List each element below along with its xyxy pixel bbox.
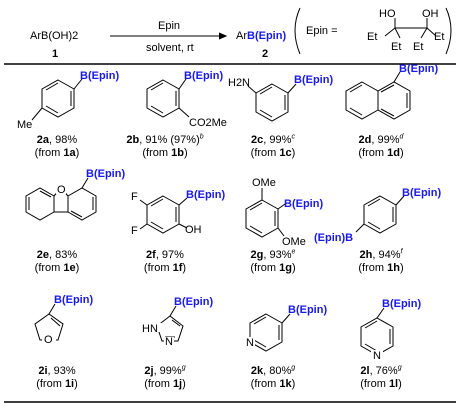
structure-2f <box>139 195 188 234</box>
boryl-label-2d: B(Epin) <box>399 63 438 75</box>
diol-et-label-3: Et <box>413 41 423 53</box>
ester-label-2b: CO2Me <box>189 117 227 129</box>
methoxy-label-2g-1: OMe <box>252 177 276 189</box>
structure-2k <box>249 313 291 352</box>
boryl-label-2j: B(Epin) <box>174 296 213 308</box>
caption-2c: 2c, 99%c(from 1c) <box>250 133 296 159</box>
reactant-number: 1 <box>52 48 58 60</box>
boryl-label-2k: B(Epin) <box>288 304 327 316</box>
arrowhead <box>218 32 228 40</box>
methyl-label-2a: Me <box>17 119 32 131</box>
caption-2j: 2j, 99%g(from 1j) <box>144 364 186 390</box>
structure-2b <box>146 78 190 118</box>
boryl-label-2h-1: B(Epin) <box>402 187 441 199</box>
fluoro-label-2f-2: F <box>131 225 138 237</box>
product-number: 2 <box>262 48 268 60</box>
hydroxy-label-2f: OH <box>185 224 202 236</box>
caption-2i: 2i, 93%(from 1i) <box>36 365 78 390</box>
methoxy-label-2g-2: OMe <box>282 236 306 248</box>
boryl-label-2f: B(Epin) <box>186 189 225 201</box>
boryl-label-2l: B(Epin) <box>382 298 421 310</box>
structure-2a <box>31 78 83 121</box>
boryl-label-2h-2: (Epin)B <box>314 232 353 244</box>
structure-2g <box>245 188 286 238</box>
structure-2d <box>345 71 411 120</box>
amine-label-2c: H2N <box>228 77 250 89</box>
caption-2e: 2e, 83%(from 1e) <box>34 249 80 274</box>
reagent-label: Epin <box>158 20 180 32</box>
structure-2l <box>360 307 394 356</box>
structure-2c <box>247 83 297 122</box>
reactant-label: ArB(OH)2 <box>30 30 78 42</box>
boryl-label-2c: B(Epin) <box>294 74 333 86</box>
right-parenthesis <box>445 7 452 55</box>
caption-2f: 2f, 97%(from 1f) <box>143 249 187 274</box>
caption-2k: 2k, 80%g(from 1k) <box>250 364 296 390</box>
caption-2a: 2a, 98%(from 1a) <box>34 134 80 159</box>
diol-et-label-2: Et <box>391 41 401 53</box>
boryl-label-2b: B(Epin) <box>184 70 223 82</box>
boryl-label-2g: B(Epin) <box>284 198 323 210</box>
boryl-label-2i: B(Epin) <box>54 294 93 306</box>
conditions-label: solvent, rt <box>146 42 194 54</box>
caption-2d: 2d, 99%d(from 1d) <box>358 133 404 159</box>
fluoro-label-2f-1: F <box>131 191 138 203</box>
caption-2l: 2l, 76%g(from 1l) <box>360 364 402 390</box>
nh-label-2j: HN <box>142 323 158 335</box>
caption-2b: 2b, 91% (97%)b(from 1b) <box>126 133 204 159</box>
left-parenthesis <box>294 7 301 55</box>
furan-oxygen-label-2i: O <box>44 334 53 346</box>
diol-et-label-4: Et <box>434 31 444 43</box>
caption-2h: 2h, 94%f(from 1h) <box>358 248 404 274</box>
diol-oh-label: OH <box>422 8 439 20</box>
boryl-label-2a: B(Epin) <box>80 70 119 82</box>
product-label: ArB(Epin) <box>236 30 286 42</box>
furan-oxygen-label-2e: O <box>57 184 66 196</box>
pyridine-n-label-2l: N <box>373 350 381 362</box>
pyridine-n-label-2k: N <box>246 337 254 349</box>
structure-2h <box>355 195 405 234</box>
pyrazole-n-label-2j: N <box>165 336 173 348</box>
diol-ho-label: HO <box>379 8 396 20</box>
diol-et-label-1: Et <box>367 31 377 43</box>
epin-definition-label: Epin = <box>306 25 338 37</box>
boryl-label-2e: B(Epin) <box>86 168 125 180</box>
caption-2g: 2g, 93%e(from 1g) <box>250 248 296 274</box>
